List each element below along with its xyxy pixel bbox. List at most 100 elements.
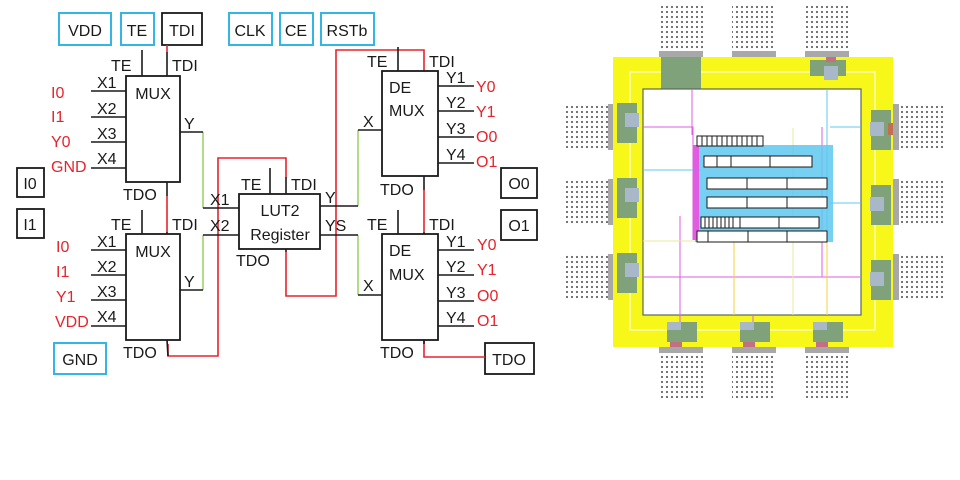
bond-pads-right [893, 104, 946, 300]
tdo-label: TDO [236, 253, 270, 270]
te-label: TE [111, 58, 131, 75]
chip-layout [563, 5, 946, 398]
output-port-label: Y3 [446, 285, 466, 302]
input-port-label: X3 [97, 284, 117, 301]
y-output-label: Y [184, 116, 195, 133]
output-port-label: Y4 [446, 310, 466, 327]
input-port-label: X3 [97, 126, 117, 143]
std-cell-area [693, 135, 833, 243]
io-cell-top [810, 57, 846, 80]
io-cell-right [870, 110, 893, 150]
pin-label: TE [127, 23, 147, 40]
tdi-label: TDI [429, 217, 455, 234]
tdo-label: TDO [380, 345, 414, 362]
tdi-label: TDI [172, 217, 198, 234]
tdo-label: TDO [123, 187, 157, 204]
input-port-label: X4 [97, 151, 117, 168]
pin-o0-right: O0 [500, 167, 538, 199]
output-port-label: Y1 [446, 234, 466, 251]
te-label: TE [367, 54, 387, 71]
output-signal-label: Y0 [476, 79, 496, 96]
io-cell-left [617, 253, 639, 293]
cell-row [696, 135, 764, 147]
input-port-label: X2 [97, 259, 117, 276]
input-signal-label: I0 [51, 85, 64, 102]
pin-label: CE [285, 23, 307, 40]
input-signal-label: VDD [55, 314, 89, 331]
mux-title: MUX [135, 244, 171, 261]
output-port-label: YS [325, 218, 346, 235]
input-signal-label: Y1 [56, 289, 76, 306]
bond-pads-left [563, 104, 613, 300]
pin-i0-left: I0 [16, 167, 45, 198]
pin-label: GND [62, 352, 98, 369]
cell-row [706, 177, 828, 190]
te-label: TE [111, 217, 131, 234]
lut-subtitle: Register [250, 227, 310, 244]
input-port-label: X2 [97, 101, 117, 118]
pin-te-top: TE [120, 12, 155, 46]
output-signal-label: O1 [476, 154, 497, 171]
output-port-label: Y1 [446, 70, 466, 87]
demux-top-block: DE MUX TE TDI X Y1 Y2 Y3 Y4 Y0 Y1 O0 O1 … [358, 47, 497, 199]
pin-label: TDI [169, 23, 195, 40]
demux-title: DE [389, 80, 411, 97]
cell-row [706, 196, 828, 209]
te-label: TE [367, 217, 387, 234]
x-input-label: X [363, 278, 374, 295]
input-signal-label: GND [51, 159, 87, 176]
tdi-label: TDI [429, 54, 455, 71]
input-port-label: X1 [97, 75, 117, 92]
io-cell-bottom [667, 322, 697, 347]
lut-title: LUT2 [260, 203, 299, 220]
tdi-label: TDI [172, 58, 198, 75]
demux-title: DE [389, 243, 411, 260]
input-port-label: X1 [97, 234, 117, 251]
tdi-label: TDI [291, 177, 317, 194]
output-signal-label: Y1 [477, 262, 497, 279]
mux-bottom-block: MUX TE TDI X1 X2 X3 X4 I0 I1 Y1 VDD Y TD… [55, 210, 203, 362]
output-port-label: Y2 [446, 95, 466, 112]
y-output-label: Y [184, 274, 195, 291]
cell-row [696, 230, 828, 243]
io-cells [617, 57, 893, 347]
input-signal-label: I0 [56, 239, 69, 256]
pin-label: VDD [68, 23, 102, 40]
te-label: TE [241, 177, 261, 194]
tdo-label: TDO [123, 345, 157, 362]
io-cell-right [870, 185, 891, 225]
cell-row [700, 216, 820, 229]
power-pad-block [661, 57, 701, 89]
io-cell-bottom [813, 322, 843, 347]
io-cell-bottom [740, 322, 770, 347]
input-signal-label: I1 [56, 264, 69, 281]
cell-row [703, 155, 813, 168]
pin-vdd-top: VDD [58, 12, 112, 46]
bond-pads-top [659, 5, 849, 57]
io-cell-left [617, 178, 639, 218]
output-port-label: Y2 [446, 259, 466, 276]
output-signal-label: O0 [476, 129, 497, 146]
pin-label: O1 [508, 218, 529, 235]
output-signal-label: Y1 [476, 104, 496, 121]
pin-label: I1 [23, 217, 36, 234]
output-signal-label: Y0 [477, 237, 497, 254]
pin-ce-top: CE [279, 12, 314, 46]
pin-tdi-top: TDI [161, 12, 203, 46]
pin-tdo-bottom: TDO [484, 342, 535, 375]
io-cell-left [617, 103, 639, 143]
pin-label: TDO [492, 352, 526, 369]
data-wires [202, 130, 359, 295]
output-port-label: Y [325, 190, 336, 207]
demux-bottom-block: DE MUX TE TDI X Y1 Y2 Y3 Y4 Y0 Y1 O0 O1 … [358, 210, 498, 362]
input-port-label: X4 [97, 309, 117, 326]
tdo-label: TDO [380, 182, 414, 199]
input-signal-label: I1 [51, 109, 64, 126]
pin-label: RSTb [327, 23, 368, 40]
mux-title: MUX [135, 86, 171, 103]
lut2-register-block: LUT2 Register TE TDI X1 X2 Y YS TDO [203, 168, 358, 270]
io-cell-right [870, 260, 891, 300]
pin-gnd-bottom: GND [53, 342, 107, 375]
pin-rstb-top: RSTb [320, 12, 375, 46]
